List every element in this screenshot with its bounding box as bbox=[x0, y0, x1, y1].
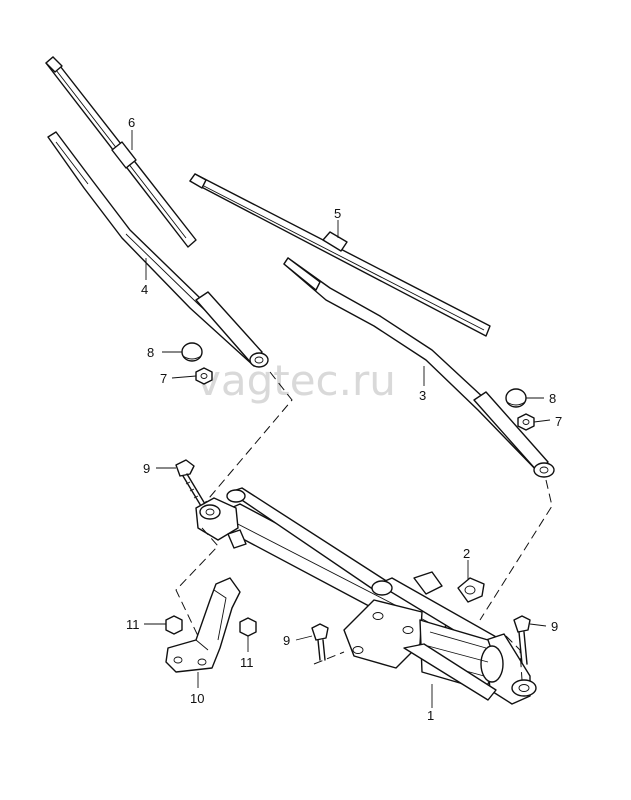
callout-9-left: 9 bbox=[143, 461, 150, 476]
wiper-frame-linkage[interactable] bbox=[195, 487, 537, 705]
bolt-top-left[interactable] bbox=[175, 459, 206, 507]
callout-4: 4 bbox=[141, 282, 148, 297]
bolt-right[interactable] bbox=[513, 615, 531, 665]
callout-7-right: 7 bbox=[555, 414, 562, 429]
hex-nut-left[interactable] bbox=[195, 367, 213, 385]
callout-6: 6 bbox=[128, 115, 135, 130]
watermark: vagtec.ru bbox=[196, 356, 396, 405]
callout-11-left: 11 bbox=[126, 617, 140, 632]
rubber-grommet[interactable] bbox=[457, 577, 485, 603]
callout-3: 3 bbox=[419, 388, 426, 403]
assembly-lines bbox=[175, 371, 553, 681]
callout-9-right: 9 bbox=[551, 619, 558, 634]
wiper-blade-right[interactable] bbox=[189, 173, 491, 337]
callout-1: 1 bbox=[427, 708, 434, 723]
cover-cap-right[interactable] bbox=[505, 388, 527, 408]
callout-9-center: 9 bbox=[283, 633, 290, 648]
wiper-arm-right[interactable] bbox=[283, 257, 555, 478]
callout-10: 10 bbox=[190, 691, 204, 706]
hex-nut-bracket-left[interactable] bbox=[165, 615, 183, 635]
hex-nut-bracket-right[interactable] bbox=[239, 617, 257, 637]
callout-7-left: 7 bbox=[160, 371, 167, 386]
bolt-bottom-center[interactable] bbox=[311, 623, 329, 661]
hex-nut-right[interactable] bbox=[517, 413, 535, 431]
wiper-blade-left[interactable] bbox=[45, 56, 197, 248]
callout-11-right: 11 bbox=[240, 655, 254, 670]
mounting-bracket[interactable] bbox=[165, 577, 241, 673]
callout-8-left: 8 bbox=[147, 345, 154, 360]
cover-cap-left[interactable] bbox=[181, 342, 203, 362]
callout-8-right: 8 bbox=[549, 391, 556, 406]
callout-2: 2 bbox=[463, 546, 470, 561]
wiper-arm-left[interactable] bbox=[47, 131, 269, 368]
leader-lines bbox=[131, 130, 551, 708]
callout-5: 5 bbox=[334, 206, 341, 221]
